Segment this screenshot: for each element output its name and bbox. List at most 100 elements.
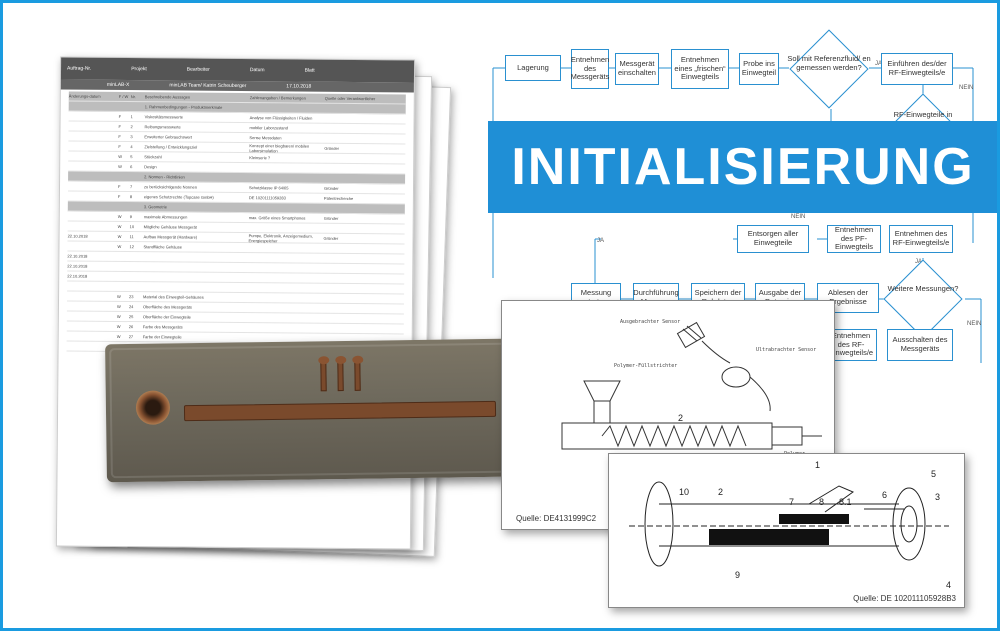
table-cell: 22.10.2018 [67, 263, 88, 269]
table-col-notes: Zahlenangaben / Bemerkungen [249, 95, 306, 101]
table-cell: 23 [129, 294, 134, 300]
flow-decision-reference: Soll mit Referenzfluid/ en gemessen werd… [787, 27, 871, 111]
table-cell: W [117, 213, 122, 220]
table-cell: Sense Messdaten [249, 135, 282, 141]
table-cell: 24 [128, 304, 134, 310]
table-cell [249, 228, 324, 229]
patent2-number-3: 3 [935, 492, 941, 502]
table-cell: Aufbau Messgerät (Hardware) [143, 234, 198, 240]
table-cell [248, 298, 323, 299]
table-cell [248, 278, 323, 279]
table-cell [323, 338, 383, 339]
table-cell: W [117, 233, 122, 240]
patent1-number-2: 2 [678, 413, 684, 423]
doc-header-date-value: 17.10.2018 [286, 83, 312, 90]
table-cell: Gründer [323, 185, 339, 191]
table-cell: 3. Geometrie [143, 204, 167, 210]
table-cell: F [117, 183, 121, 189]
table-cell: Oberfläche der Einwegteile [142, 314, 191, 320]
table-cell [248, 338, 323, 339]
table-cell [248, 308, 323, 309]
table-cell: W [116, 323, 121, 329]
table-cell: 5 [130, 154, 133, 160]
flow-label-yes-1: JA [875, 61, 883, 67]
table-cell: Design [144, 164, 157, 170]
flow-step-insert-rf: Einführen des/der RF-Einwegteils/e [881, 53, 953, 85]
table-cell [249, 178, 324, 179]
patent1-source: Quelle: DE4131999C2 [516, 514, 597, 523]
flow-step-sample: Probe ins Einwegteil [739, 53, 779, 85]
table-cell: 2. Normen - Richtlinien [144, 174, 185, 180]
patent2-number-1: 1 [815, 460, 821, 470]
extruder-sketch [561, 321, 822, 450]
flow-label-yes-2: JA [597, 238, 605, 244]
flow-step-take-pf: Entnehmen des PF-Einwegteils [827, 225, 881, 253]
patent1-label-hopper: Polymer-Füllstrichter [614, 363, 678, 369]
table-cell [249, 208, 324, 209]
table-cell: 12 [129, 244, 134, 250]
table-cell: zu berücksichtigende Normen [143, 184, 197, 190]
table-cell: 7 [129, 184, 133, 190]
table-cell [248, 318, 323, 319]
doc-header-project: Projekt [131, 66, 147, 73]
table-cell [143, 267, 248, 268]
table-cell [248, 248, 323, 249]
table-cell [323, 298, 383, 299]
table-cell: W [117, 223, 122, 230]
table-cell: Viskositätsmesswerte [144, 114, 184, 120]
table-cell: Pumpe, Elektronik, Anzeigemedium, Energi… [248, 232, 313, 243]
doc-header-editor-value: minLAB Team/ Katrin Scheuberger [169, 82, 247, 90]
document-header-values: minLAB-X minLAB Team/ Katrin Scheuberger… [60, 79, 414, 93]
table-cell: 9 [129, 214, 133, 220]
table-cell: Stückzahl [144, 154, 162, 160]
table-cell: 22.10.2018 [67, 253, 88, 259]
table-cell: Farbe des Messgeräts [142, 324, 183, 330]
table-cell: 2 [130, 124, 133, 130]
document-header: Auftrag-Nr. Projekt Bearbeiter Datum Bla… [60, 57, 415, 83]
doc-header-order: Auftrag-Nr. [67, 65, 92, 72]
table-cell: Mögliche Gehäuse Messgerät [143, 224, 197, 230]
doc-header-editor: Bearbeiter [186, 66, 210, 73]
table-cell [248, 288, 323, 289]
table-cell: maximale Abmessungen [143, 214, 188, 220]
table-cell: Gründer [324, 145, 340, 151]
flow-step-take-device: Entnehmen des Messgeräts [571, 49, 609, 89]
patent1-label-sensor: Ausgebrachter Sensor [620, 319, 681, 325]
banner-title: INITIALISIERUNG [511, 138, 975, 196]
table-cell [324, 178, 384, 179]
table-cell: W [116, 313, 121, 319]
table-cell: F [118, 133, 121, 139]
table-cell [323, 248, 383, 249]
table-cell: Material des Einwegteil-Gehäuses [143, 294, 204, 300]
flow-decision-more: Weitere Messungen? [881, 257, 965, 341]
table-cell [324, 208, 384, 209]
doc-header-date: Datum [249, 67, 265, 74]
table-cell [323, 328, 383, 329]
table-cell: F [117, 193, 121, 199]
table-cell: 1 [130, 114, 133, 120]
table-cell: 27 [128, 334, 134, 340]
table-cell: F [118, 143, 121, 149]
table-cell [323, 318, 383, 319]
table-cell [325, 118, 385, 119]
table-cell [324, 138, 384, 139]
table-cell [143, 277, 248, 278]
flow-label-no-1: NEIN [959, 85, 974, 91]
table-cell: Patentrecherche [323, 195, 354, 202]
table-cell: F [118, 123, 122, 129]
flow-step-switch-off: Ausschalten des Messgeräts [887, 329, 953, 361]
table-cell: Reibungsmesswerte [144, 124, 181, 130]
device-electrode-3 [354, 360, 361, 391]
table-cell [323, 258, 383, 259]
table-cell: W [117, 293, 121, 299]
table-cell: DE 10201111059283 [248, 195, 286, 201]
patent2-number-2: 2 [718, 487, 724, 497]
table-col-source: Quelle oder Verantwortlicher [324, 95, 376, 102]
table-cell: Analyse von Flüssigkeiten / Fluiden [249, 115, 313, 121]
table-cell [249, 168, 324, 169]
table-cell [325, 128, 385, 129]
table-cell [323, 308, 383, 309]
flow-step-storage: Lagerung [505, 55, 561, 81]
device-electrode-2 [337, 360, 344, 392]
